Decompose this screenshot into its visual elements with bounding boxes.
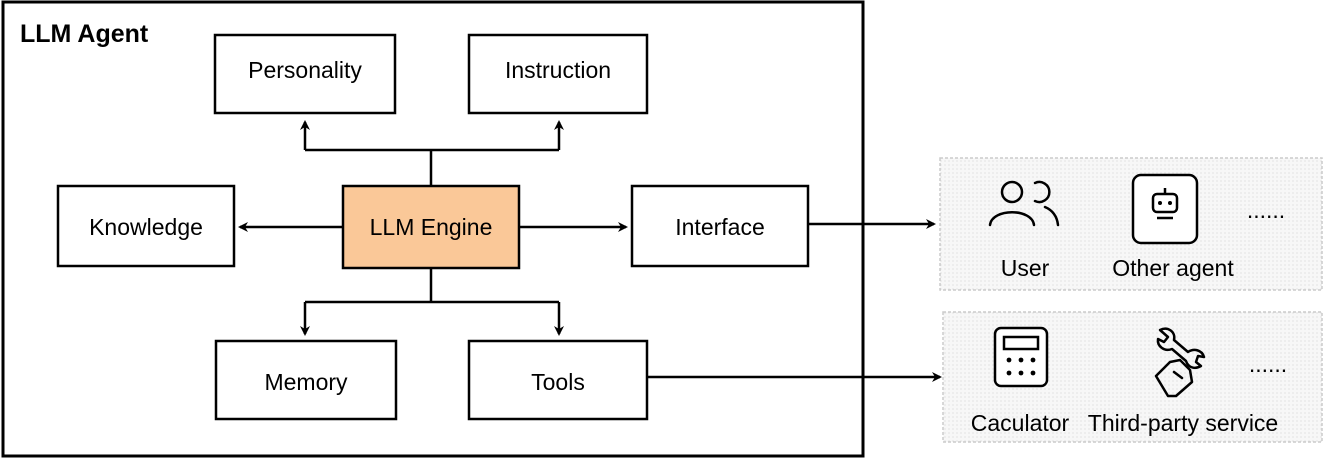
personality-node: Personality <box>213 33 397 115</box>
personality-label: Personality <box>248 57 362 83</box>
user-label: User <box>1001 255 1050 281</box>
tools-node: Tools <box>467 339 649 421</box>
engine-node: LLM Engine <box>341 184 521 270</box>
third-party-service-label: Third-party service <box>1088 410 1278 436</box>
connectors <box>238 120 942 382</box>
interface-label: Interface <box>675 214 765 240</box>
tool-targets-panel: Caculator Third-party service ...... <box>942 311 1323 443</box>
interface-node: Interface <box>630 184 810 268</box>
calculator-icon <box>993 326 1049 388</box>
robot-icon <box>1131 173 1199 245</box>
knowledge-node: Knowledge <box>56 184 236 268</box>
knowledge-label: Knowledge <box>89 214 203 240</box>
interface-more-ellipsis: ...... <box>1247 197 1285 223</box>
engine-label: LLM Engine <box>370 214 493 240</box>
calculator-label: Caculator <box>971 410 1070 436</box>
memory-node: Memory <box>214 339 398 421</box>
interface-targets-panel: User Other agent ...... <box>939 157 1323 291</box>
users-icon <box>988 180 1060 227</box>
tools-more-ellipsis: ...... <box>1249 351 1287 377</box>
tools-label: Tools <box>531 369 585 395</box>
agent-title: LLM Agent <box>20 20 149 48</box>
instruction-label: Instruction <box>505 57 611 83</box>
memory-label: Memory <box>264 369 348 395</box>
other-agent-label: Other agent <box>1112 255 1234 281</box>
wrench-hand-icon <box>1154 327 1206 398</box>
instruction-node: Instruction <box>467 33 649 115</box>
